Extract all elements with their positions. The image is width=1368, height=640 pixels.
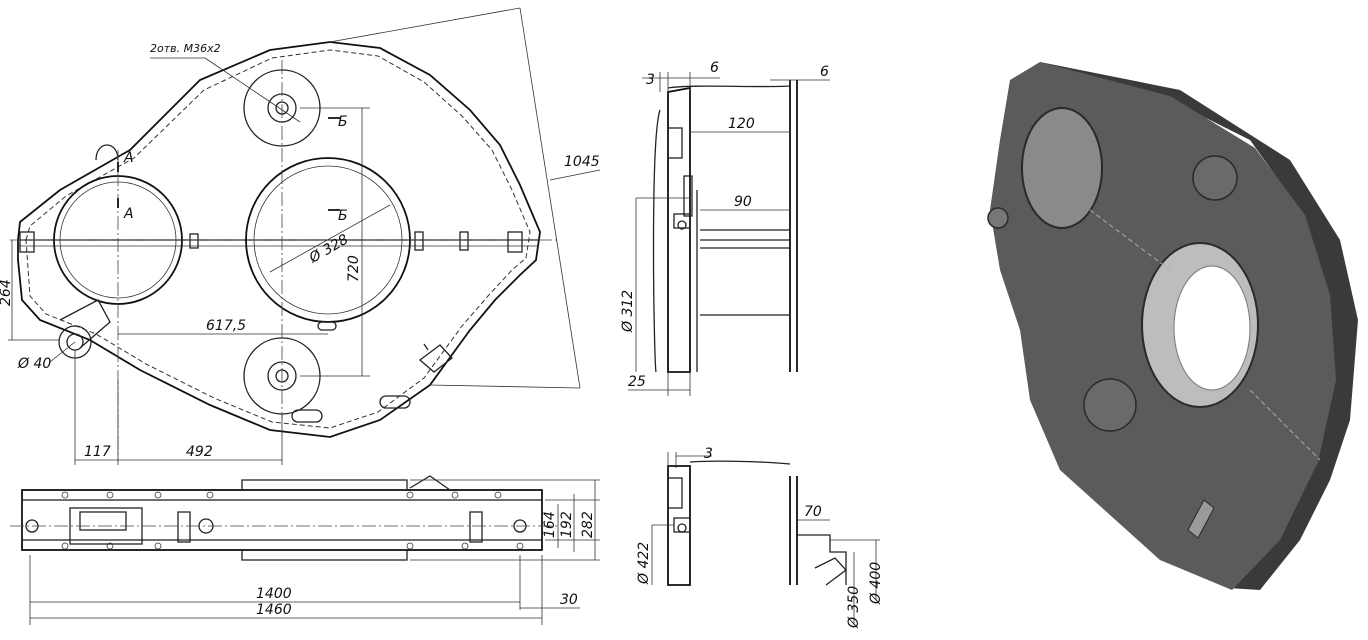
dim-upper-6a: 6	[710, 60, 719, 76]
drain-arm	[59, 299, 111, 349]
dim-720: 720	[346, 255, 362, 282]
dim-264: 264	[0, 279, 14, 306]
3d-lug	[987, 207, 1009, 229]
dim-1045: 1045	[564, 154, 600, 170]
section-b-marks	[328, 117, 340, 211]
housing-inner-outline	[25, 49, 531, 429]
section-upper: 3 6 6 120 90 Ø 312 25	[620, 60, 830, 396]
dim-1045-line	[519, 7, 581, 389]
dim-117: 117	[84, 444, 111, 460]
section-a-label-2: А	[123, 206, 134, 222]
front-view: 2отв. М36х2 А А Б Б Ø 328 720 1045 264 Ø…	[0, 7, 601, 465]
dim-1460: 1460	[256, 602, 292, 618]
dim-lower-70: 70	[804, 504, 822, 520]
3d-breather	[1187, 499, 1215, 539]
dim-282: 282	[580, 511, 596, 538]
housing-outline	[17, 41, 541, 438]
dim-upper-6b: 6	[820, 64, 829, 80]
dim-upper-25: 25	[628, 374, 646, 390]
note-holes: 2отв. М36х2	[150, 42, 221, 55]
dim-164: 164	[542, 511, 558, 538]
dim-492: 492	[186, 444, 213, 460]
dim-lower-400: Ø 400	[868, 562, 884, 605]
dim-upper-90: 90	[734, 194, 752, 210]
3d-bore-top	[1021, 107, 1103, 229]
slot-1	[291, 409, 323, 423]
dim-1400: 1400	[256, 586, 292, 602]
3d-boss-bottom	[1083, 378, 1137, 432]
section-b-label-2: Б	[338, 208, 348, 224]
3d-bore-center-hole	[1173, 265, 1251, 391]
dim-40-leader	[49, 341, 76, 363]
section-lower: 3 Ø 422 70 Ø 350 Ø 400	[636, 446, 884, 629]
dim-lower-3: 3	[704, 446, 713, 462]
3d-boss-top	[1192, 155, 1238, 201]
dim-30: 30	[560, 592, 578, 608]
dim-lower-350: Ø 350	[846, 586, 862, 629]
slot-2	[379, 395, 411, 409]
flange-bolts	[19, 231, 523, 253]
plan-bolts	[61, 491, 524, 550]
plan-view: 1400 1460 30 164 192 282	[10, 475, 600, 625]
dim-lower-422: Ø 422	[636, 542, 652, 585]
dim-upper-3: 3	[646, 72, 655, 88]
housing-3d-render	[987, 62, 1358, 590]
dim-617-5: 617,5	[206, 318, 246, 334]
section-b-label-1: Б	[338, 114, 348, 130]
dim-328-line	[269, 204, 391, 273]
breather	[418, 343, 453, 373]
slot-3	[317, 321, 337, 331]
dim-192: 192	[559, 511, 575, 538]
dim-upper-120: 120	[728, 116, 755, 132]
plan-outline	[21, 489, 543, 551]
dim-bore-diameter: Ø 328	[306, 232, 351, 267]
dim-upper-312: Ø 312	[620, 290, 636, 333]
note-leader	[204, 57, 301, 123]
dim-40: Ø 40	[17, 356, 51, 372]
section-a-label-1: А	[123, 150, 134, 166]
lifting-eye	[95, 144, 119, 161]
